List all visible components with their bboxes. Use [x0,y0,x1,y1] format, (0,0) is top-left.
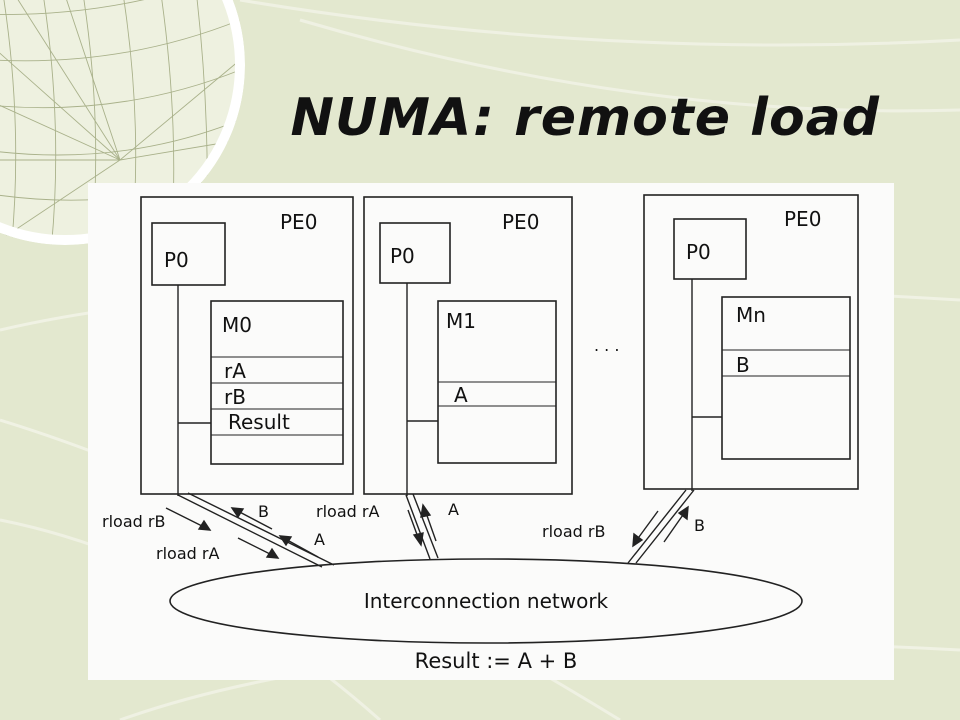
pe-node-0-processor-label: P0 [164,248,189,272]
pe-node-n-memory-label: Mn [736,303,766,327]
pe-node-1-processor-label: P0 [390,244,415,268]
pe-node-0-label: PE0 [280,210,317,234]
pe-node-1-cell-0: A [454,383,468,407]
pe-node-1-label: PE0 [502,210,539,234]
msg-mid-a: A [448,500,459,519]
pe-node-0-cell-2: Result [228,410,290,434]
pe-node-0: PE0 P0 M0 rA rB Result [140,196,354,496]
numa-diagram: PE0 P0 M0 rA rB Result PE0 P0 M1 A [102,194,859,673]
pe-node-1-processor [379,222,451,284]
pe-node-n-cell-0: B [736,353,750,377]
msg-left-rload-ra: rload rA [156,544,219,563]
message-arrows [165,503,689,559]
pe-node-1: PE0 P0 M1 A [363,196,573,496]
interconnection-network-label: Interconnection network [364,589,609,613]
interconnection-network [169,558,803,644]
msg-left-a: A [314,530,325,549]
pe-node-1-frame [363,196,573,495]
msg-right-rload-rb: rload rB [542,522,605,541]
pe-node-n-memory [721,296,851,460]
msg-left-rload-rb: rload rB [102,512,165,531]
pe-node-0-processor [151,222,226,286]
numa-diagram-panel: PE0 P0 M0 rA rB Result PE0 P0 M1 A [88,183,894,680]
pe-node-1-memory-label: M1 [446,309,476,333]
node-ellipsis: . . . [594,336,619,355]
msg-mid-rload-ra: rload rA [316,502,379,521]
pe-node-0-memory-label: M0 [222,313,252,337]
result-formula: Result := A + B [415,649,578,673]
pe-node-n-processor [673,218,747,280]
link-node-1 [405,493,439,560]
pe-node-0-frame [140,196,354,495]
slide-title: NUMA: remote load [290,88,880,148]
pe-node-n-processor-label: P0 [686,240,711,264]
pe-node-n: PE0 P0 Mn B [643,194,859,491]
msg-left-b: B [258,502,269,521]
pe-node-n-frame [643,194,859,490]
pe-node-0-cell-1: rB [224,385,246,409]
wireframe-globe-icon [0,0,245,245]
pe-node-n-label: PE0 [784,207,821,231]
pe-node-0-cell-0: rA [224,359,246,383]
link-node-n [627,489,695,564]
msg-right-b: B [694,516,705,535]
